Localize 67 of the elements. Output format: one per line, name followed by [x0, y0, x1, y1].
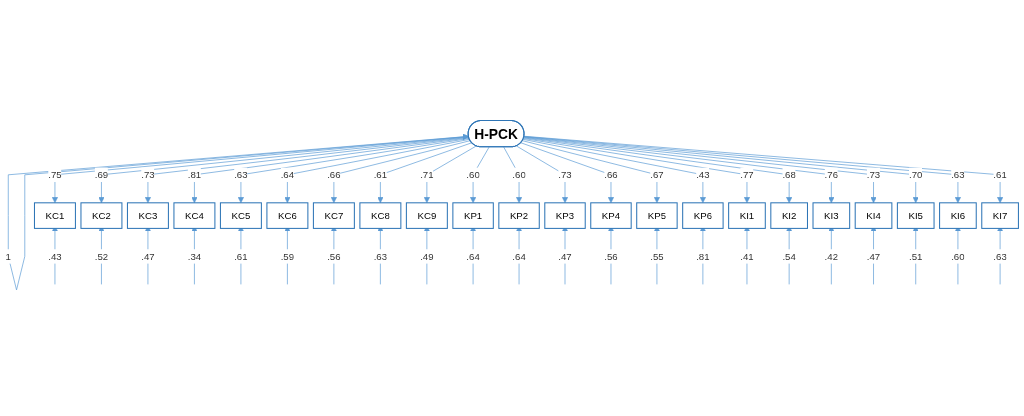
edge-label: .81 [696, 250, 710, 262]
edge-label: .42 [824, 250, 839, 262]
edge-label: .51 [908, 250, 923, 262]
edge-label: .47 [141, 250, 155, 262]
node-box: KP5 [636, 202, 678, 229]
edge-label: .63 [993, 250, 1007, 262]
edge-label: .67 [650, 168, 664, 180]
edge-label: .55 [650, 250, 664, 262]
edge-label: .60 [951, 250, 965, 262]
edge-label: .41 [740, 250, 754, 262]
edge-label: .47 [558, 250, 572, 262]
edge-label: .52 [94, 250, 109, 262]
edge-label: .63 [373, 250, 388, 262]
node-box: KC3 [126, 202, 169, 229]
node-box: KP6 [682, 202, 724, 229]
edge-label: .64 [512, 250, 526, 262]
edge-label: .61 [373, 168, 388, 180]
edge-label: .66 [327, 168, 341, 180]
edge-label: .75 [48, 168, 62, 180]
node-box: KI3 [812, 202, 851, 229]
edge-label: .54 [782, 250, 796, 262]
edge-label: .61 [234, 250, 248, 262]
edge-label: .66 [604, 168, 618, 180]
node-box: KC7 [312, 202, 355, 229]
node-box: KC8 [359, 202, 402, 229]
edge-label: .73 [866, 168, 881, 180]
edge-label: .60 [512, 168, 526, 180]
edge-label: .56 [604, 250, 618, 262]
node-box: KC1 [33, 202, 76, 229]
edge-label: .63 [234, 168, 248, 180]
node-box: KC9 [405, 202, 448, 229]
edge-label: .69 [94, 168, 109, 180]
node-box: KC2 [80, 202, 123, 229]
edge-label: .81 [187, 168, 202, 180]
edge-label: .73 [141, 168, 155, 180]
node-box: KI4 [854, 202, 893, 229]
edge-label: .64 [280, 168, 295, 180]
node-box: KI5 [896, 202, 935, 229]
edge-label: .43 [48, 250, 62, 262]
edge-label: .68 [782, 168, 796, 180]
node-box: KI7 [981, 202, 1019, 229]
node-box: KI2 [770, 202, 808, 229]
edge-label: .70 [908, 168, 923, 180]
edge-label: .73 [558, 168, 572, 180]
node-box: KC5 [219, 202, 262, 229]
edge-label: .43 [696, 168, 710, 180]
node-box: KP4 [590, 202, 632, 229]
node-box: KP3 [544, 202, 586, 229]
edge-label: 1 [5, 250, 11, 262]
edge-label: .76 [824, 168, 839, 180]
node-box: KI1 [728, 202, 766, 229]
edge-label: .60 [466, 168, 480, 180]
node-box: KP2 [498, 202, 540, 229]
edge-label: .34 [187, 250, 202, 262]
node-box: KC4 [173, 202, 216, 229]
edge-label: .64 [466, 250, 480, 262]
edge-label: .59 [280, 250, 295, 262]
edge-label: .56 [327, 250, 341, 262]
edge-label: .61 [993, 168, 1007, 180]
edge-label: .47 [866, 250, 881, 262]
node-box: KP1 [452, 202, 494, 229]
edge-label: .77 [740, 168, 754, 180]
edge-label: .71 [420, 168, 434, 180]
node-box: KC6 [266, 202, 309, 229]
edge-label: .63 [951, 168, 965, 180]
edge-label: .49 [420, 250, 434, 262]
node-box: KI6 [939, 202, 977, 229]
